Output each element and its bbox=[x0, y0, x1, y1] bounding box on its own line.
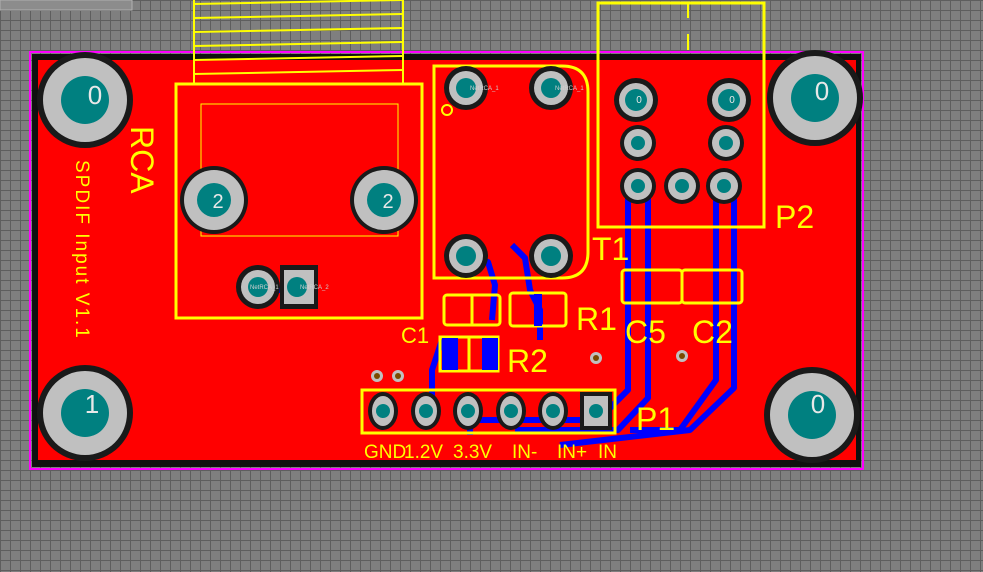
svg-text:NetRCA_2: NetRCA_2 bbox=[300, 285, 329, 291]
p1-pin-labels: GND 1.2V 3.3V IN- IN+ IN bbox=[364, 442, 617, 463]
p2-pad-4 bbox=[708, 125, 744, 161]
rca-designator: RCA bbox=[124, 126, 160, 194]
p2-pad-1: 0 bbox=[614, 78, 658, 122]
svg-text:2: 2 bbox=[382, 191, 393, 213]
mounting-holes: 0 0 1 0 bbox=[37, 50, 863, 463]
c2-designator: C2 bbox=[692, 314, 733, 350]
svg-text:IN+: IN+ bbox=[557, 442, 587, 463]
rca-pad-left: 2 bbox=[180, 166, 248, 234]
svg-text:1: 1 bbox=[85, 389, 99, 419]
svg-text:0: 0 bbox=[729, 95, 735, 106]
p2-outline bbox=[596, 1, 766, 229]
p2-pad-3 bbox=[620, 125, 656, 161]
svg-text:3.3V: 3.3V bbox=[453, 442, 492, 463]
c1-footprint[interactable] bbox=[442, 293, 502, 327]
smd-pads-bottom bbox=[442, 294, 542, 370]
p2-pad-7 bbox=[706, 168, 742, 204]
t1-pad-tr: NetRCA_1 bbox=[529, 66, 584, 110]
mounting-hole-br: 0 bbox=[764, 367, 860, 463]
svg-text:NetRCA_1: NetRCA_1 bbox=[470, 86, 499, 92]
p2-pad-2: 0 bbox=[707, 78, 751, 122]
mounting-hole-bl: 1 bbox=[37, 365, 133, 461]
vias bbox=[371, 350, 688, 382]
r1-designator: R1 bbox=[576, 301, 617, 337]
connector-p2[interactable]: 0 0 P2 bbox=[596, 1, 814, 235]
board-version-text: SPDIF Input V1.1 bbox=[71, 160, 92, 340]
svg-text:NetRCA_1: NetRCA_1 bbox=[555, 86, 584, 92]
rca-pad-round: NetRCA_1 bbox=[236, 265, 280, 309]
svg-text:2: 2 bbox=[212, 191, 223, 213]
t1-designator: T1 bbox=[592, 231, 629, 267]
svg-text:IN: IN bbox=[598, 442, 617, 463]
toolbar-fragment bbox=[0, 0, 133, 11]
mounting-hole-tl: 0 bbox=[37, 52, 133, 148]
board-outline bbox=[29, 51, 864, 470]
svg-text:0: 0 bbox=[811, 389, 825, 419]
rca-connector[interactable]: 2 2 NetRCA_1 NetRCA_2 RCA bbox=[124, 0, 424, 320]
c2-footprint[interactable] bbox=[680, 268, 744, 305]
t1-pin1-marker bbox=[441, 104, 453, 116]
svg-text:0: 0 bbox=[88, 80, 102, 110]
c1-designator: C1 bbox=[401, 323, 429, 348]
rca-barrel-hatch bbox=[193, 0, 404, 84]
mounting-hole-tr: 0 bbox=[767, 50, 863, 146]
p2-pad-5 bbox=[620, 168, 656, 204]
svg-text:0: 0 bbox=[815, 76, 829, 106]
t1-pad-bl bbox=[444, 234, 488, 278]
p1-designator: P1 bbox=[636, 401, 675, 437]
svg-text:NetRCA_1: NetRCA_1 bbox=[250, 285, 279, 291]
p2-pad-6 bbox=[664, 168, 700, 204]
svg-text:1.2V: 1.2V bbox=[404, 442, 443, 463]
t1-pad-br bbox=[529, 234, 573, 278]
transformer-t1[interactable]: NetRCA_1 NetRCA_1 T1 bbox=[432, 64, 629, 280]
r2-designator: R2 bbox=[507, 343, 548, 379]
svg-text:0: 0 bbox=[636, 95, 642, 106]
svg-text:IN-: IN- bbox=[512, 442, 537, 463]
svg-text:GND: GND bbox=[364, 442, 406, 463]
rca-outline bbox=[174, 82, 424, 320]
c5-designator: C5 bbox=[625, 314, 666, 350]
p1-outline bbox=[360, 388, 617, 435]
rca-pad-right: 2 bbox=[350, 166, 418, 234]
p1-pins bbox=[368, 392, 612, 430]
p2-designator: P2 bbox=[775, 199, 814, 235]
t1-pad-tl: NetRCA_1 bbox=[444, 66, 499, 110]
connector-p1[interactable]: P1 GND 1.2V 3.3V IN- IN+ IN bbox=[360, 388, 675, 463]
t1-outline bbox=[432, 64, 590, 280]
rca-pad-square: NetRCA_2 bbox=[280, 265, 329, 309]
